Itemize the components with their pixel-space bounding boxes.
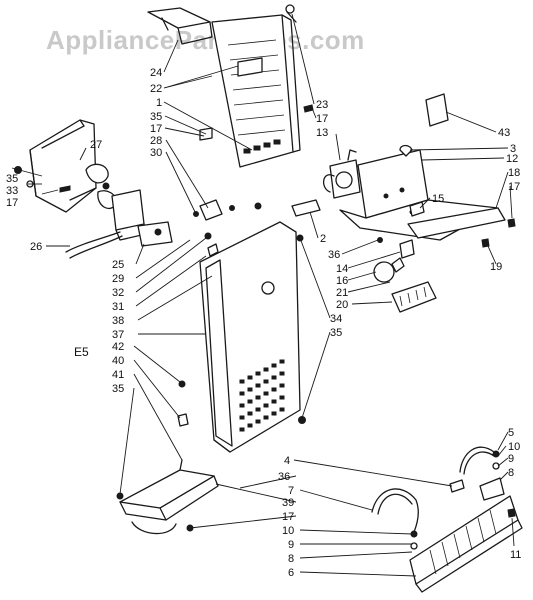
- callout: 23: [316, 99, 328, 111]
- callout: 19: [490, 261, 502, 273]
- callout: 33: [6, 185, 18, 197]
- callout: 30: [150, 147, 162, 159]
- callout: 21: [336, 287, 348, 299]
- callout: 36: [278, 471, 290, 483]
- switch-15: [409, 201, 425, 217]
- callout: 17: [150, 123, 162, 135]
- callout: 14: [336, 263, 348, 275]
- callout: 8: [508, 467, 514, 479]
- callout: 17: [316, 113, 328, 125]
- callout-labels: 24 22 1 35 17 28 30 23 17 13 43 3 12 18 …: [6, 67, 521, 579]
- callout: 2: [320, 233, 326, 245]
- callout: 41: [112, 369, 124, 381]
- callout: 35: [330, 327, 342, 339]
- callout: 35: [112, 383, 124, 395]
- light-socket-14: [399, 239, 415, 259]
- drain-trough-6: [409, 495, 523, 593]
- callout: 17: [508, 181, 520, 193]
- light-shield-20: [391, 281, 437, 313]
- callout: 43: [498, 127, 510, 139]
- timer-13: [323, 149, 361, 199]
- callout: 17: [282, 511, 294, 523]
- callout: 11: [510, 549, 521, 561]
- fan-shroud-27: [29, 119, 97, 213]
- top-rear-panel: [199, 14, 301, 168]
- callout: 28: [150, 135, 162, 147]
- light-bulb-16: [373, 257, 405, 283]
- callout: 38: [112, 315, 124, 327]
- callout: 35: [6, 173, 18, 185]
- cabinet-hardware: [207, 234, 306, 424]
- callout: 31: [112, 301, 124, 313]
- air-duct-34: [199, 221, 301, 453]
- callout: 5: [508, 427, 514, 439]
- callout: 20: [336, 299, 348, 311]
- section-label: E5: [74, 345, 89, 359]
- leader-lines: [11, 13, 515, 577]
- heater-wire-7: [371, 488, 419, 550]
- callout: 32: [112, 287, 124, 299]
- timer-bracket: [339, 149, 506, 241]
- label-plate-43: [425, 93, 449, 127]
- callout: 37: [112, 329, 124, 341]
- callout: 35: [150, 111, 162, 123]
- callout: 1: [156, 97, 162, 109]
- fan-blade: [85, 163, 117, 209]
- callout: 6: [288, 567, 294, 579]
- callout: 29: [112, 273, 124, 285]
- callout: 26: [30, 241, 42, 253]
- callout: 18: [508, 167, 520, 179]
- bracket-2: [291, 199, 321, 217]
- screw-17-top: [303, 104, 314, 113]
- heater-wire-5: [449, 446, 516, 518]
- callout: 36: [328, 249, 340, 261]
- hardware-28-30: [193, 199, 262, 240]
- screw-36: [377, 237, 383, 243]
- screws-17-19: [481, 218, 516, 248]
- callout: 15: [432, 193, 444, 205]
- callout: 24: [150, 67, 162, 79]
- callout: 9: [288, 539, 294, 551]
- callout: 4: [284, 455, 290, 467]
- lower-bracket-39: [116, 459, 219, 535]
- watermark: AppliancePartsPros.com: [46, 25, 365, 55]
- callout: 27: [90, 139, 102, 151]
- callout: 10: [508, 441, 520, 453]
- callout: 39: [282, 497, 294, 509]
- callout: 10: [282, 525, 294, 537]
- callout: 25: [112, 259, 124, 271]
- callout: 40: [112, 355, 124, 367]
- callout: 42: [112, 341, 124, 353]
- fan-motor-26: [65, 189, 173, 259]
- callout: 34: [330, 313, 342, 325]
- hardware-42-40: [177, 380, 189, 427]
- callout: 22: [150, 83, 162, 95]
- callout: 12: [506, 153, 518, 165]
- callout: 13: [316, 127, 328, 139]
- screw-23: [285, 4, 297, 23]
- callout: 7: [288, 485, 294, 497]
- callout: 8: [288, 553, 294, 565]
- top-bracket: [147, 7, 213, 45]
- callout: 9: [508, 453, 514, 465]
- callout: 3: [510, 143, 516, 155]
- callout: 17: [6, 197, 18, 209]
- callout: 16: [336, 275, 348, 287]
